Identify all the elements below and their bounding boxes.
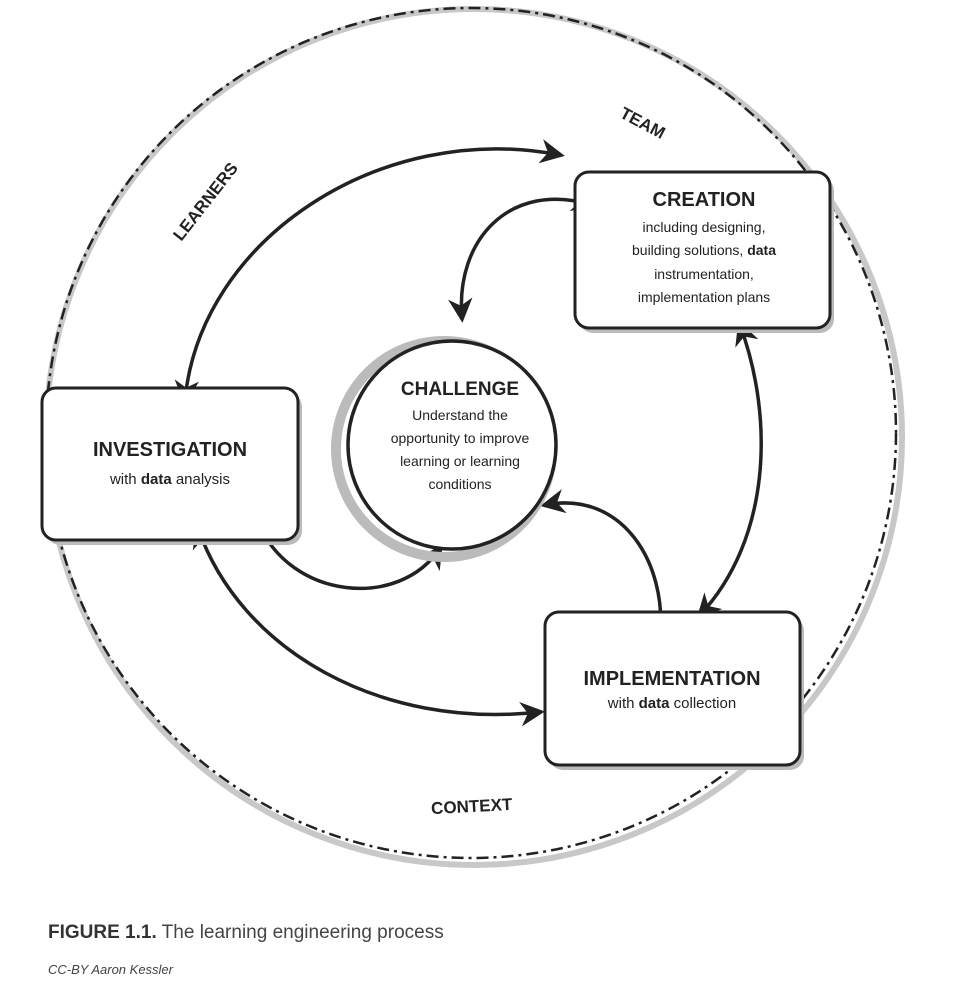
creation-title: CREATION <box>653 189 756 211</box>
implementation-title: IMPLEMENTATION <box>583 668 760 690</box>
investigation-subtitle: with data analysis <box>109 471 230 488</box>
creation-line: including designing, <box>643 219 766 235</box>
challenge-line: Understand the <box>412 407 508 423</box>
implementation-box <box>543 610 802 767</box>
investigation-title: INVESTIGATION <box>93 439 247 461</box>
creation-line: building solutions, data <box>632 242 776 258</box>
arrow-creation-challenge <box>448 187 597 323</box>
arrow-creation-implementation <box>696 320 763 619</box>
challenge-line: opportunity to improve <box>391 430 530 446</box>
challenge-title: CHALLENGE <box>401 379 519 400</box>
figure-caption: FIGURE 1.1. The learning engineering pro… <box>48 922 444 944</box>
label-team: TEAM <box>617 103 668 142</box>
challenge-text: CHALLENGE Understand the opportunity to … <box>391 379 530 492</box>
arrow-investigation-implementation <box>192 523 545 727</box>
challenge-line: conditions <box>428 476 491 492</box>
creation-line: instrumentation, <box>654 266 754 282</box>
challenge-line: learning or learning <box>400 453 520 469</box>
investigation-box <box>40 386 300 542</box>
creation-line: implementation plans <box>638 289 770 305</box>
arrow-investigation-creation <box>174 139 565 405</box>
figure-credit: CC-BY Aaron Kessler <box>48 962 173 977</box>
creation-box <box>573 170 832 330</box>
label-learners: LEARNERS <box>169 159 242 244</box>
figure-title: The learning engineering process <box>156 922 444 943</box>
figure-label: FIGURE 1.1. <box>48 922 157 943</box>
challenge-circle <box>346 339 558 551</box>
label-context: CONTEXT <box>431 795 514 818</box>
implementation-subtitle: with data collection <box>607 695 736 712</box>
